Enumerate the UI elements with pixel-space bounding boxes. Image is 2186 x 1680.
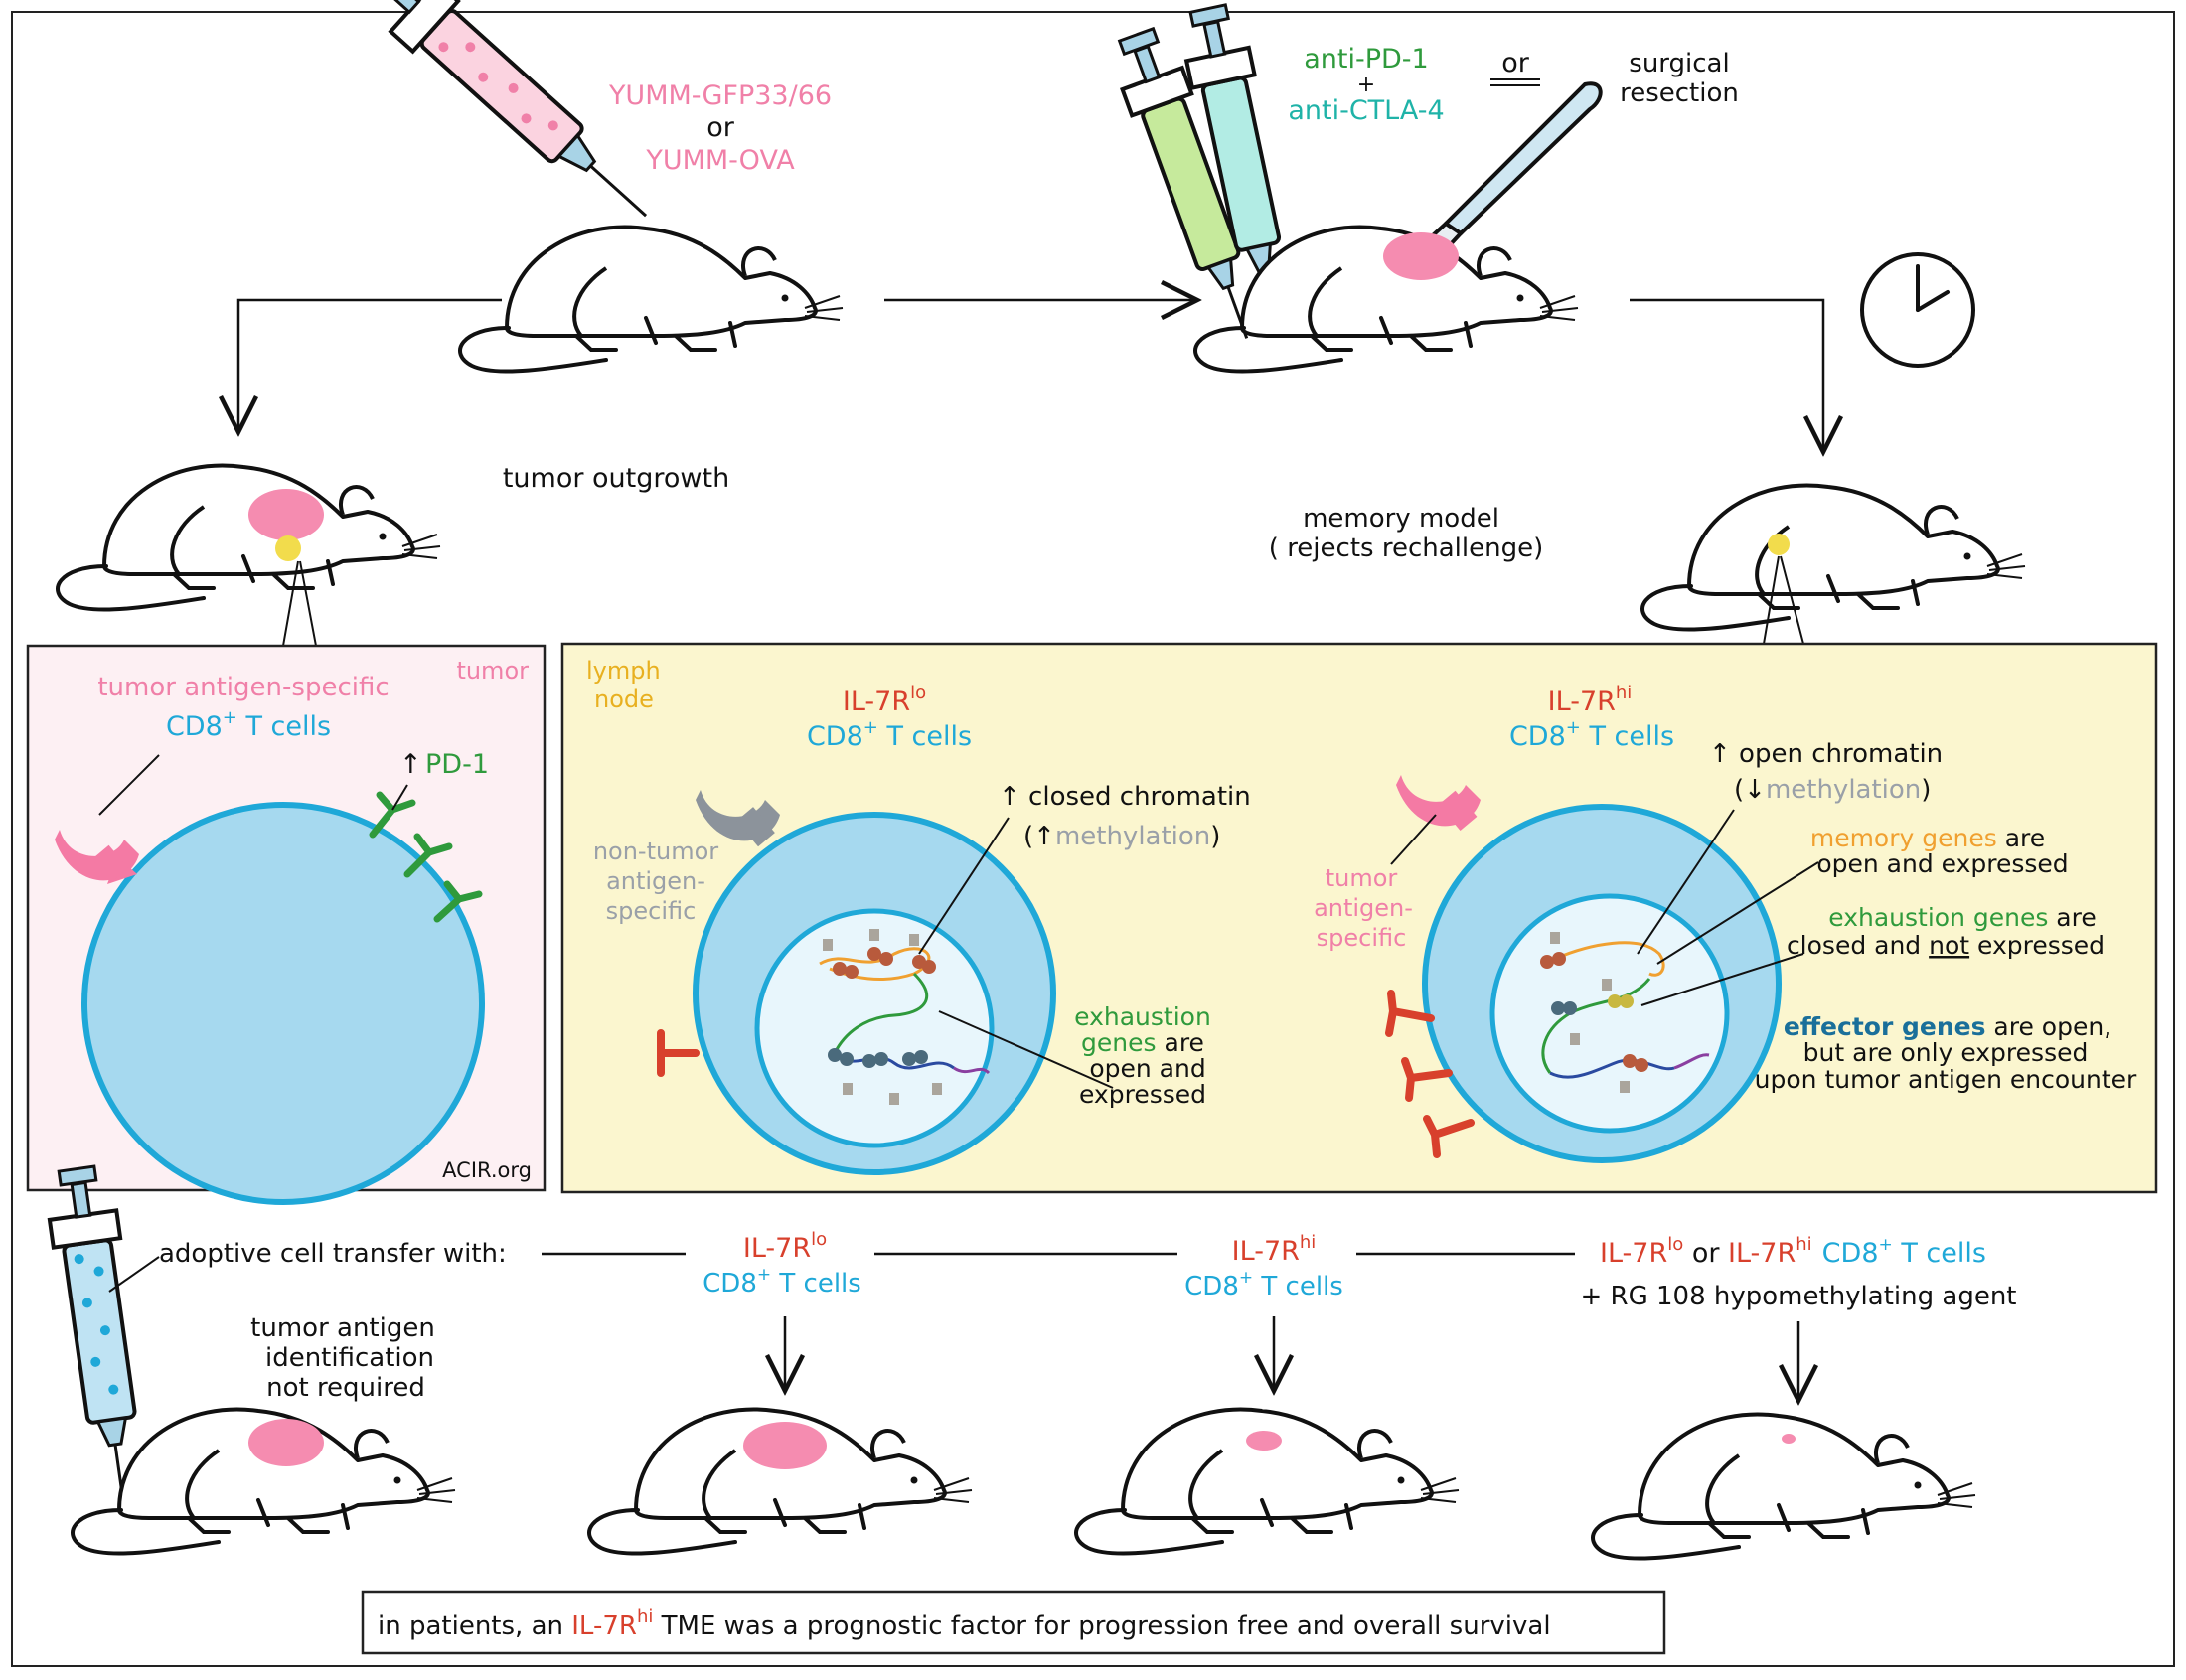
summary-box <box>361 1590 1666 1655</box>
lo-exh-line4: expressed <box>1079 1080 1206 1109</box>
lymph-corner-2: node <box>594 686 654 713</box>
mouse-injected-icon <box>458 225 845 374</box>
syringe-teal-icon <box>1183 3 1282 335</box>
clock-icon <box>1860 252 1975 368</box>
surgery-line2: resection <box>1620 78 1739 108</box>
mouse-outgrowth-icon <box>56 463 442 612</box>
note-line2: identification <box>265 1343 434 1373</box>
tumor-antigen-receptor-icon <box>55 830 139 884</box>
hi-mem-line2: open and expressed <box>1816 849 2068 878</box>
tumor-treated <box>1383 232 1459 280</box>
mouse-memory-icon <box>1640 483 2027 632</box>
hi-receptor-line3: specific <box>1317 924 1407 952</box>
hi-subtitle: CD8+ T cells <box>1509 717 1674 752</box>
syringe-green-icon <box>1117 26 1249 339</box>
hi-mem-pointer <box>1656 861 1819 965</box>
group2-title: IL-7Rhi <box>1232 1232 1317 1267</box>
note-line1: tumor antigen <box>250 1313 435 1343</box>
lymph-node-outgrowth <box>275 535 301 561</box>
lo-chromatin <box>819 929 991 1105</box>
hi-receptor-pointer <box>1390 814 1437 865</box>
lo-chromatin-line1: ↑ closed chromatin <box>999 782 1251 812</box>
treatment-or: or <box>1501 48 1530 78</box>
hi-mem-line1: memory genes are <box>1810 824 2045 852</box>
hi-chromatin-line2: (↓methylation) <box>1734 775 1931 805</box>
tumor-control <box>248 1419 324 1466</box>
group2-subtitle: CD8+ T cells <box>1184 1268 1343 1301</box>
inject-or: or <box>706 112 735 143</box>
lo-exh-pointer <box>938 1010 1114 1089</box>
pd1-receptor-icon <box>369 791 483 923</box>
group1-title: IL-7Rlo <box>743 1229 827 1264</box>
pd1-label: PD-1 <box>425 749 489 780</box>
outgrowth-label: tumor outgrowth <box>503 463 729 494</box>
treatment-plus: + <box>1357 73 1375 97</box>
transfer-pointer <box>108 1256 160 1293</box>
syringe-pink-icon <box>381 0 648 218</box>
group3-line2: + RG 108 hypomethylating agent <box>1580 1282 2016 1311</box>
memory-line2: ( rejects rechallenge) <box>1269 534 1543 563</box>
tcr-pointer-line <box>98 754 160 816</box>
lo-receptor-line1: non-tumor <box>593 838 718 865</box>
tumor-t-cell <box>81 802 485 1205</box>
hi-exh-pointer <box>1640 953 1804 1006</box>
hi-exh-line1: exhaustion genes are <box>1828 903 2097 932</box>
hi-chromatin-pointer <box>1637 809 1735 955</box>
il7r-receptor-hi-icon <box>1385 990 1475 1158</box>
hi-exh-line2: closed and not expressed <box>1787 931 2105 960</box>
lo-exh-line3: open and <box>1089 1054 1205 1083</box>
tumor-corner-label: tumor <box>456 657 529 685</box>
hi-chromatin-line1: ↑ open chromatin <box>1709 739 1943 769</box>
summary-text: in patients, an IL-7Rhi TME was a progno… <box>378 1606 1551 1641</box>
lo-chromatin-line2: (↑methylation) <box>1023 822 1220 851</box>
lo-subtitle: CD8+ T cells <box>807 717 972 752</box>
treatment-line1: anti-PD-1 <box>1304 44 1428 75</box>
hi-title: IL-7Rhi <box>1548 683 1633 717</box>
tumor-lo <box>743 1422 827 1469</box>
tumor-rg108 <box>1782 1434 1796 1444</box>
hi-receptor-line1: tumor <box>1326 864 1398 892</box>
treatment-line2: anti-CTLA-4 <box>1288 95 1444 126</box>
arrow-to-outgrowth <box>238 298 502 432</box>
lo-exh-line1: exhaustion <box>1074 1002 1211 1031</box>
lymph-node-memory <box>1768 534 1790 555</box>
lo-receptor-line2: antigen- <box>606 867 705 895</box>
non-tumor-receptor-icon <box>696 790 780 847</box>
zoom-lines-right <box>1763 555 1804 645</box>
hi-eff-line3: upon tumor antigen encounter <box>1755 1065 2137 1094</box>
surgery-line1: surgical <box>1629 49 1729 78</box>
tumor-title-line2: CD8+ T cells <box>166 707 331 742</box>
memory-line1: memory model <box>1303 504 1499 534</box>
hi-eff-line1: effector genes are open, <box>1784 1012 2111 1041</box>
lo-title: IL-7Rlo <box>843 683 926 717</box>
hi-receptor-line2: antigen- <box>1314 894 1413 922</box>
hi-nucleus <box>1489 893 1730 1134</box>
tumor-outgrowth <box>248 489 324 540</box>
lo-chromatin-pointer <box>918 817 1010 955</box>
hi-chromatin <box>1540 932 1710 1093</box>
lo-exh-line2: genes are <box>1081 1028 1204 1057</box>
credit-label: ACIR.org <box>442 1158 532 1182</box>
tumor-hi <box>1246 1431 1282 1451</box>
group1-subtitle: CD8+ T cells <box>703 1265 861 1298</box>
note-line3: not required <box>266 1373 425 1403</box>
hi-eff-line2: but are only expressed <box>1803 1038 2089 1067</box>
outer-frame <box>11 11 2175 1667</box>
zoom-lines-left <box>282 560 317 647</box>
inject-line2: YUMM-OVA <box>645 145 795 176</box>
pd1-arrow: ↑ <box>399 749 422 780</box>
arrow-to-memory <box>1630 298 1823 452</box>
tumor-title-line1: tumor antigen-specific <box>97 673 389 702</box>
lo-receptor-line3: specific <box>606 897 697 925</box>
lo-nucleus <box>754 908 995 1148</box>
il7r-receptor-lo-icon <box>657 1029 700 1077</box>
transfer-label: adoptive cell transfer with: <box>159 1239 507 1269</box>
pd1-pointer-line <box>391 784 408 811</box>
hi-tumor-receptor-icon <box>1396 775 1481 831</box>
lymph-corner-1: lymph <box>586 657 661 685</box>
inject-line1: YUMM-GFP33/66 <box>608 80 832 111</box>
